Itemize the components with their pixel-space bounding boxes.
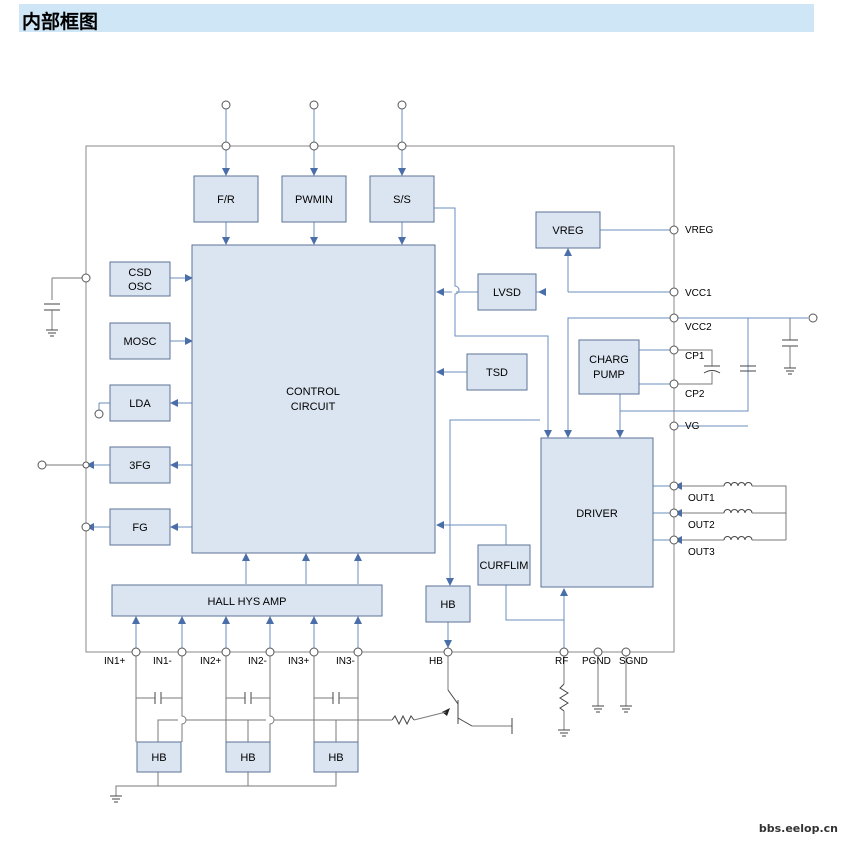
- pwmin-block: [281, 175, 347, 223]
- lda-label: LDA: [129, 398, 151, 410]
- pin-vcc1: VCC1: [685, 288, 712, 299]
- pin-vg: VG: [685, 421, 700, 432]
- control-label: CONTROL: [286, 386, 340, 398]
- pin-rf: RF: [555, 656, 568, 667]
- pin-cp2: CP2: [685, 389, 705, 400]
- lvsd-block: [477, 273, 537, 311]
- ss-block: [369, 175, 435, 223]
- tsd-label: TSD: [486, 367, 508, 379]
- charge-pump-block: [578, 339, 640, 395]
- hall-sensor-1-block: [136, 741, 182, 773]
- driver-label: DRIVER: [576, 508, 618, 520]
- blocks: F/R PWMIN S/S VREG CSD OSC LVSD CONTROL …: [109, 175, 654, 773]
- ss-label: S/S: [393, 194, 411, 206]
- osc-label: OSC: [128, 281, 152, 293]
- hall-amp-label: HALL HYS AMP: [207, 596, 286, 608]
- pin-in1p: IN1+: [104, 656, 126, 667]
- hb-inner-label: HB: [440, 599, 455, 611]
- diagram-title: 内部框图: [22, 11, 99, 33]
- curflim-label: CURFLIM: [480, 560, 529, 572]
- tsd-block: [466, 353, 528, 391]
- csd-label: CSD: [128, 267, 151, 279]
- circuit-label: CIRCUIT: [291, 401, 336, 413]
- title-bar: 内部框图: [19, 4, 814, 33]
- fg-block: [109, 508, 171, 546]
- watermark: bbs.eelop.cn: [759, 822, 838, 835]
- csd-osc-block: [109, 261, 171, 297]
- pin-sgnd: SGND: [619, 656, 648, 667]
- pin-pgnd: PGND: [582, 656, 611, 667]
- hall-sensor-2-block: [225, 741, 271, 773]
- external-circuitry: [44, 277, 798, 803]
- mosc-block: [109, 322, 171, 360]
- chip-outline: [85, 145, 675, 653]
- fg3-label: 3FG: [129, 460, 150, 472]
- pin-circles: [37, 100, 818, 657]
- pin-hb: HB: [429, 656, 443, 667]
- fr-block: [193, 175, 259, 223]
- driver-block: [540, 437, 654, 588]
- pin-out2: OUT2: [688, 520, 715, 531]
- hb-inner-block: [425, 585, 471, 623]
- lvsd-label: LVSD: [493, 287, 521, 299]
- lda-block: [109, 384, 171, 422]
- pin-in2p: IN2+: [200, 656, 222, 667]
- hall-hys-amp-block: [111, 584, 383, 617]
- vreg-block: [535, 211, 601, 249]
- hall-sensor-3-block: [313, 741, 359, 773]
- fr-label: F/R: [217, 194, 235, 206]
- pin-vcc2: VCC2: [685, 322, 712, 333]
- fg3-block: [109, 446, 171, 484]
- hall-sensor-3-label: HB: [328, 752, 343, 764]
- mosc-label: MOSC: [124, 336, 157, 348]
- pin-in3p: IN3+: [288, 656, 310, 667]
- pin-cp1: CP1: [685, 351, 705, 362]
- pin-out3: OUT3: [688, 547, 715, 558]
- hall-sensor-2-label: HB: [240, 752, 255, 764]
- pwmin-label: PWMIN: [295, 194, 333, 206]
- pin-labels: VREG VCC1 VCC2 CP1 CP2 VG OUT1 OUT2 OUT3…: [104, 225, 715, 667]
- pin-vreg: VREG: [685, 225, 714, 236]
- pump-label: PUMP: [593, 369, 625, 381]
- fg-label: FG: [132, 522, 147, 534]
- curflim-block: [477, 544, 531, 586]
- control-circuit-block: [191, 244, 436, 554]
- pin-in3n: IN3-: [336, 656, 355, 667]
- pin-in2n: IN2-: [248, 656, 267, 667]
- pin-out1: OUT1: [688, 493, 715, 504]
- vreg-label: VREG: [552, 225, 583, 237]
- hall-sensor-1-label: HB: [151, 752, 166, 764]
- pin-in1n: IN1-: [153, 656, 172, 667]
- charg-label: CHARG: [589, 354, 629, 366]
